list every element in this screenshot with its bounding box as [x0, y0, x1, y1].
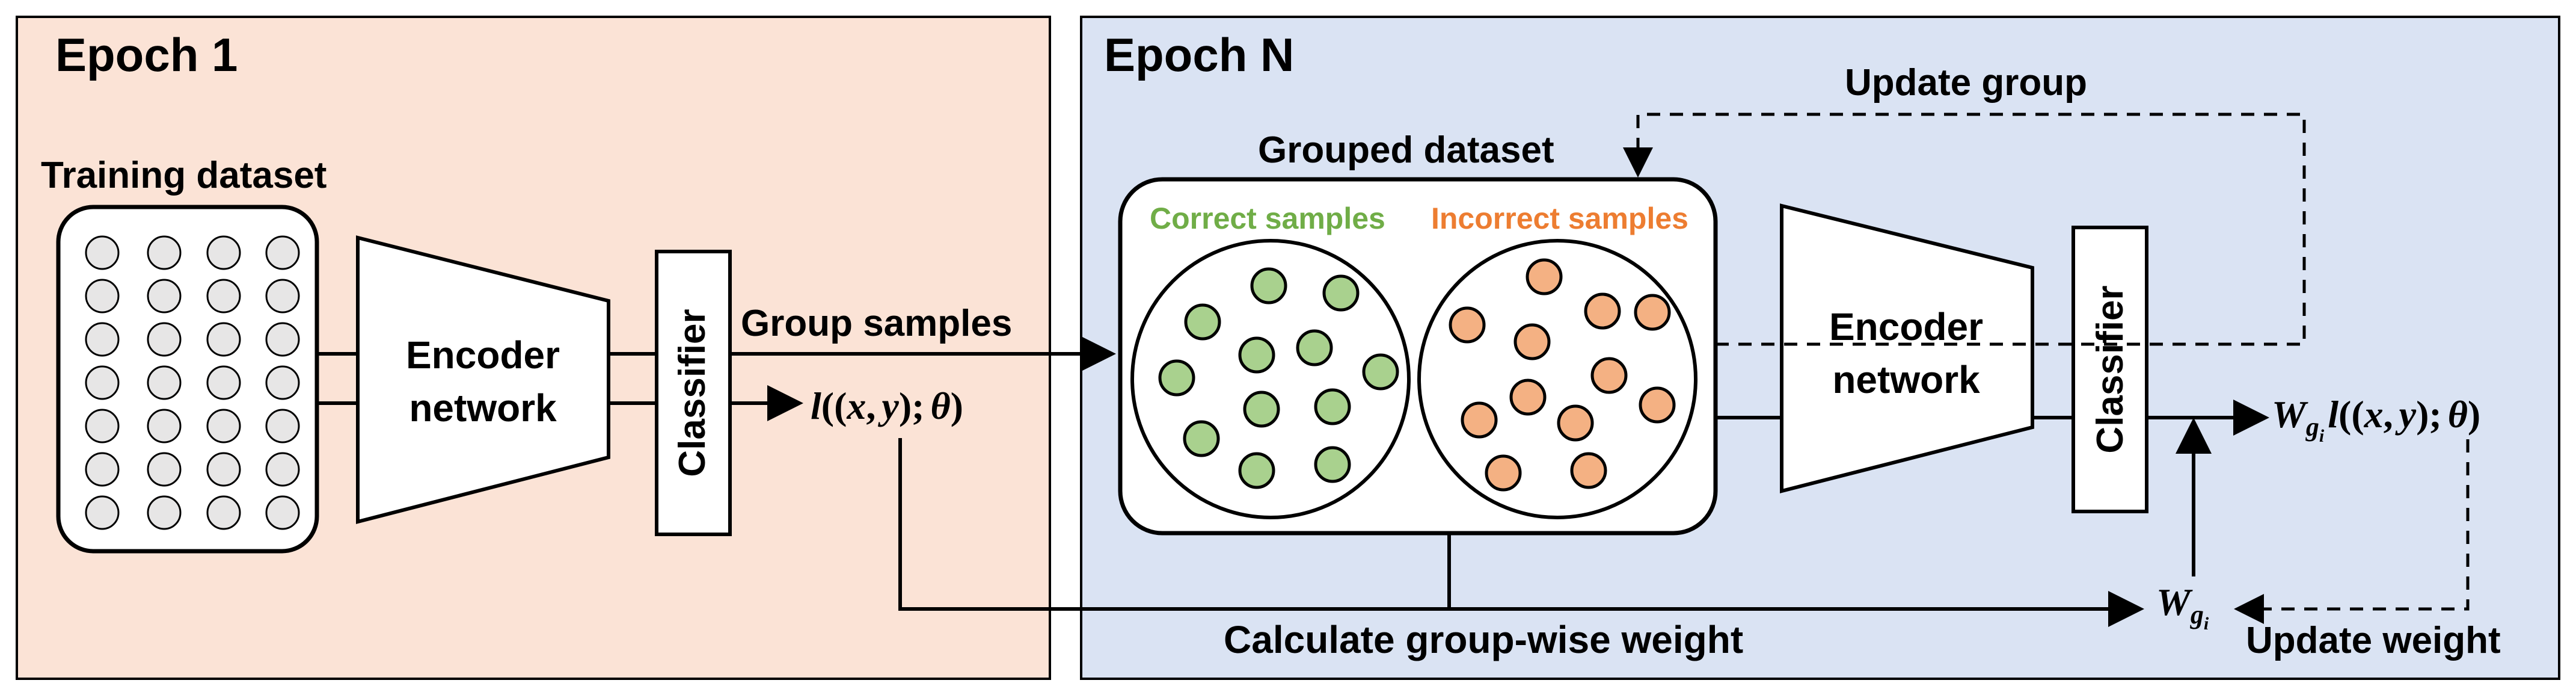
dataset-sample-dot — [147, 365, 182, 400]
encoder-network-1 — [356, 235, 610, 524]
group-weight-symbol: Wgi — [2156, 581, 2209, 634]
epoch1-title: Epoch 1 — [55, 28, 238, 81]
correct-sample-dot — [1296, 329, 1333, 366]
dataset-sample-dot — [206, 452, 241, 487]
dataset-sample-dot — [265, 452, 300, 487]
dataset-sample-dot — [206, 322, 241, 357]
dataset-sample-dot — [85, 365, 120, 400]
dataset-sample-dot — [147, 235, 182, 270]
training-dataset-label: Training dataset — [41, 155, 327, 196]
correct-sample-dot — [1183, 420, 1220, 457]
incorrect-sample-dot — [1590, 357, 1628, 394]
dataset-sample-dot — [147, 409, 182, 443]
correct-samples-label: Correct samples — [1150, 202, 1385, 235]
incorrect-sample-dot — [1485, 454, 1522, 492]
correct-sample-dot — [1362, 353, 1399, 391]
training-dataset-box — [56, 205, 319, 554]
correct-sample-dot — [1238, 452, 1275, 489]
calc-weight-arrow — [898, 438, 2144, 627]
incorrect-samples-group — [1417, 239, 1697, 519]
loss-formula: l((x,y);θ) — [811, 385, 963, 427]
classifier-2 — [2072, 226, 2148, 513]
dataset-sample-dot — [265, 365, 300, 400]
dataset-sample-dot — [206, 279, 241, 314]
encoder-network-2-label-line2: network — [1832, 358, 1980, 401]
incorrect-sample-dot — [1634, 294, 1671, 331]
update-weight-label: Update weight — [2246, 620, 2501, 661]
dataset-sample-dot — [147, 495, 182, 530]
correct-sample-dot — [1314, 446, 1351, 483]
incorrect-sample-dot — [1509, 378, 1547, 416]
incorrect-sample-dot — [1570, 452, 1607, 489]
encoder-network-2-label-line1: Encoder — [1829, 305, 1983, 348]
dataset-sample-dot — [206, 235, 241, 270]
encoder-network-1-label-line2: network — [409, 386, 557, 430]
dataset-sample-dot — [85, 409, 120, 443]
dataset-sample-dot — [85, 452, 120, 487]
correct-sample-dot — [1243, 391, 1280, 428]
correct-sample-dot — [1184, 303, 1221, 341]
dataset-sample-dot — [85, 495, 120, 530]
incorrect-sample-dot — [1557, 404, 1594, 442]
encoder-network-1-label-line1: Encoder — [406, 333, 560, 377]
dataset-sample-dot — [265, 279, 300, 314]
dataset-sample-dot — [265, 322, 300, 357]
incorrect-sample-dot — [1513, 323, 1551, 360]
encoder-network-2 — [1780, 203, 2034, 493]
classifier-1 — [655, 250, 732, 536]
epochN-title: Epoch N — [1104, 28, 1294, 81]
correct-sample-points — [1158, 267, 1399, 489]
group-samples-label: Group samples — [741, 303, 1012, 344]
update-group-arrow — [1623, 113, 2306, 346]
incorrect-sample-dot — [1584, 292, 1621, 330]
update-group-label: Update group — [1845, 62, 2087, 103]
dataset-sample-dot — [147, 279, 182, 314]
correct-sample-dot — [1250, 267, 1287, 304]
dataset-sample-dot — [147, 322, 182, 357]
training-dataset-samples — [85, 235, 300, 530]
dataset-sample-dot — [265, 235, 300, 270]
correct-sample-dot — [1314, 388, 1351, 425]
grouped-dataset-label: Grouped dataset — [1258, 129, 1554, 171]
incorrect-samples-label: Incorrect samples — [1431, 202, 1688, 235]
dataset-sample-dot — [265, 409, 300, 443]
update-weight-arrow — [2234, 439, 2470, 624]
dataset-sample-dot — [206, 409, 241, 443]
dataset-sample-dot — [206, 495, 241, 530]
dataset-sample-dot — [85, 279, 120, 314]
incorrect-sample-dot — [1639, 386, 1676, 424]
dataset-sample-dot — [206, 365, 241, 400]
incorrect-sample-dot — [1461, 401, 1498, 439]
correct-sample-dot — [1158, 359, 1195, 397]
dataset-sample-dot — [265, 495, 300, 530]
incorrect-sample-points — [1449, 258, 1676, 492]
incorrect-sample-dot — [1449, 306, 1486, 344]
dataset-sample-dot — [147, 452, 182, 487]
classifier-2-label: Classifier — [2090, 285, 2131, 453]
correct-sample-dot — [1322, 274, 1360, 312]
calc-weight-label: Calculate group-wise weight — [1224, 618, 1743, 661]
dataset-sample-dot — [85, 235, 120, 270]
dataset-sample-dot — [85, 322, 120, 357]
incorrect-sample-dot — [1526, 258, 1563, 295]
classifier-1-label: Classifier — [672, 309, 713, 477]
correct-sample-dot — [1238, 336, 1275, 374]
